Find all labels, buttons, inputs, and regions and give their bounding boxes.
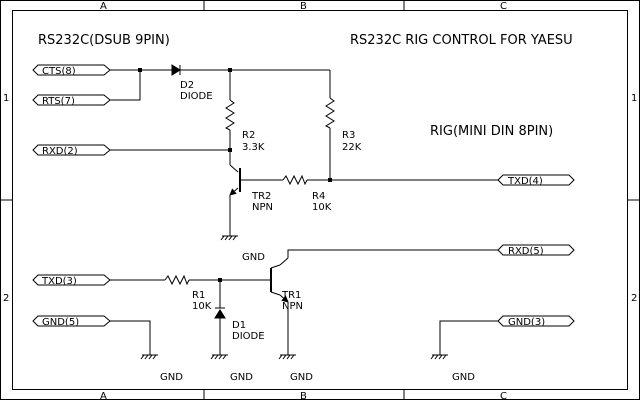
tr2-ref: TR2	[251, 191, 271, 202]
port-gnd-rig-label: GND(3)	[508, 317, 545, 328]
port-cts	[32, 64, 111, 76]
wires	[110, 69, 498, 350]
frame-col-c-bottom: C	[500, 391, 507, 400]
r1-ref: R1	[192, 290, 205, 301]
port-rts-label: RTS(7)	[42, 96, 75, 107]
tr1-ref: TR1	[281, 290, 301, 301]
r4-ref: R4	[312, 191, 325, 202]
gnd-label-top: GND	[242, 252, 265, 263]
r2-ref: R2	[242, 130, 255, 141]
subtitle-right: RIG(MINI DIN 8PIN)	[430, 124, 553, 139]
frame-row-2: 2	[3, 293, 9, 304]
ground-d1-icon	[210, 354, 228, 360]
port-cts-label: CTS(8)	[42, 66, 76, 77]
port-gnd-pc	[32, 315, 111, 327]
frame-row-2-right: 2	[631, 293, 637, 304]
frame-col-a-bottom: A	[100, 391, 107, 400]
d1-type: DIODE	[232, 331, 265, 342]
tr2-type: NPN	[252, 202, 273, 213]
ground-rig-icon	[430, 354, 448, 360]
frame-col-b: B	[300, 1, 307, 12]
gnd-label-pc: GND	[160, 372, 183, 383]
port-txd-pc-label: TXD(3)	[41, 276, 77, 287]
frame-col-a: A	[100, 1, 107, 12]
diode-d1	[214, 307, 226, 319]
frame-row-1: 1	[3, 93, 9, 104]
frame-col-c: C	[500, 1, 507, 12]
r4-value: 10K	[312, 202, 332, 213]
r1-value: 10K	[192, 301, 212, 312]
frame-col-b-bottom: B	[300, 391, 307, 400]
gnd-label-d1: GND	[230, 372, 253, 383]
ground-tr1-icon	[278, 354, 296, 360]
d1-ref: D1	[232, 320, 246, 331]
title-left: RS232C(DSUB 9PIN)	[38, 33, 170, 48]
diode-d2	[171, 64, 181, 76]
frame-column-labels: A B C A B C	[100, 1, 507, 402]
ground-symbols	[140, 230, 448, 360]
r3-ref: R3	[342, 130, 355, 141]
frame-row-1-right: 1	[631, 93, 637, 104]
resistor-r1	[164, 274, 190, 286]
junctions	[138, 68, 332, 282]
resistor-r4	[282, 174, 308, 186]
ground-tr2-icon	[220, 235, 238, 241]
port-rxd-pc	[32, 144, 111, 156]
d2-type: DIODE	[180, 91, 213, 102]
port-gnd-pc-label: GND(5)	[42, 317, 79, 328]
port-txd-rig-label: TXD(4)	[507, 176, 543, 187]
title-right: RS232C RIG CONTROL FOR YAESU	[350, 33, 573, 48]
r2-value: 3.3K	[242, 142, 265, 153]
ground-pc-icon	[140, 354, 158, 360]
port-rxd-rig-label: RXD(5)	[508, 246, 544, 257]
port-txd-pc	[32, 274, 111, 286]
resistor-r3	[324, 97, 335, 129]
resistor-r2	[224, 99, 235, 131]
tr1-type: NPN	[282, 301, 303, 312]
r3-value: 22K	[342, 142, 362, 153]
gnd-label-rig: GND	[452, 372, 475, 383]
frame-row-labels: 1 2 1 2	[3, 93, 637, 304]
port-rts	[32, 94, 111, 106]
d2-ref: D2	[180, 80, 194, 91]
gnd-label-tr1: GND	[290, 372, 313, 383]
port-rxd-pc-label: RXD(2)	[42, 146, 78, 157]
